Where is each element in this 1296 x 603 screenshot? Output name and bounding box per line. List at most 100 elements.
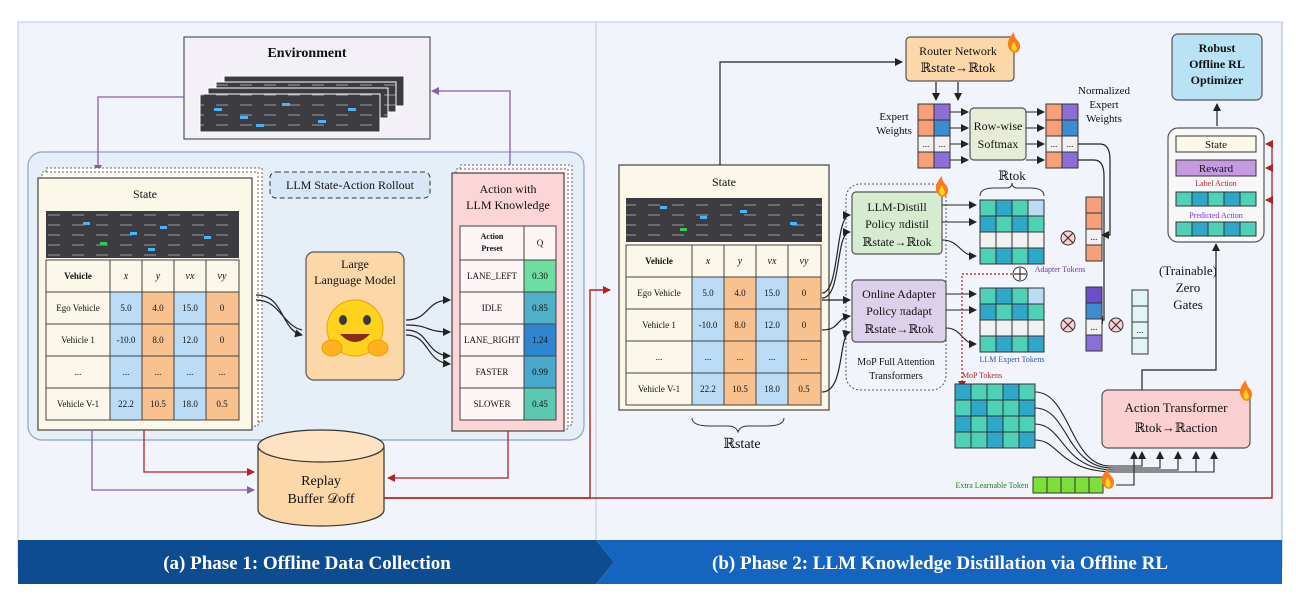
svg-text:Vehicle: Vehicle <box>64 271 92 281</box>
svg-text:-10.0: -10.0 <box>699 320 718 330</box>
svg-text:Ego Vehicle: Ego Vehicle <box>637 288 681 298</box>
expert-weight-column-2: ... <box>1085 286 1103 352</box>
add-icon <box>1012 266 1028 282</box>
llm-distill-policy: LLM-Distill Policy πdistil ℝstate→ℝtok <box>851 176 948 255</box>
svg-text:Gates: Gates <box>1173 297 1203 312</box>
svg-text:Vehicle: Vehicle <box>645 256 673 266</box>
svg-text:Policy πdistil: Policy πdistil <box>865 217 929 231</box>
svg-text:...: ... <box>123 367 130 377</box>
svg-text:...: ... <box>155 367 162 377</box>
svg-text:LLM State-Action Rollout: LLM State-Action Rollout <box>286 178 415 192</box>
offline-rl-optimizer: Robust Offline RL Optimizer <box>1171 33 1263 101</box>
svg-text:...: ... <box>1091 322 1098 332</box>
svg-text:12.0: 12.0 <box>182 335 198 345</box>
svg-text:15.0: 15.0 <box>182 303 198 313</box>
svg-text:Vehicle V-1: Vehicle V-1 <box>57 399 99 409</box>
svg-text:0: 0 <box>802 288 807 298</box>
svg-text:-10.0: -10.0 <box>117 335 136 345</box>
multiply-icon <box>1060 317 1076 333</box>
svg-text:10.5: 10.5 <box>150 399 166 409</box>
svg-text:18.0: 18.0 <box>182 399 198 409</box>
svg-text:Large: Large <box>341 257 369 271</box>
adapter-token-matrix <box>979 287 1045 353</box>
svg-text:(a) Phase 1: Offline Data Coll: (a) Phase 1: Offline Data Collection <box>163 553 451 574</box>
svg-text:Zero: Zero <box>1176 280 1201 295</box>
svg-text:Policy πadapt: Policy πadapt <box>866 304 932 318</box>
flame-icon <box>1007 32 1020 53</box>
action-q: 0.85 <box>532 303 548 313</box>
distill-token-matrix <box>979 199 1045 265</box>
svg-text:...: ... <box>737 352 744 362</box>
svg-text:Buffer 𝒟off: Buffer 𝒟off <box>287 492 354 507</box>
svg-text:Expert: Expert <box>1089 99 1118 111</box>
svg-text:Weights: Weights <box>1086 113 1122 125</box>
svg-text:Action: Action <box>481 232 504 241</box>
predicted-action-row <box>1175 221 1257 237</box>
action-name: SLOWER <box>474 399 511 409</box>
svg-text:Router Network: Router Network <box>919 44 997 58</box>
svg-text:0: 0 <box>220 303 225 313</box>
svg-text:x: x <box>123 271 129 282</box>
svg-text:vx: vx <box>186 271 195 282</box>
svg-text:Row-wise: Row-wise <box>974 119 1023 133</box>
action-name: FASTER <box>476 367 509 377</box>
svg-text:y: y <box>155 271 161 282</box>
extra-learnable-token <box>1032 468 1114 494</box>
svg-text:0: 0 <box>220 335 225 345</box>
multiply-icon <box>1060 230 1076 246</box>
label-action-row <box>1175 191 1257 207</box>
normalized-weights-matrix: ... ... <box>1045 103 1079 169</box>
zero-gates-column: ... <box>1131 289 1149 355</box>
svg-text:Softmax: Softmax <box>978 137 1019 151</box>
svg-text:4.0: 4.0 <box>152 303 164 313</box>
flame-icon <box>1239 380 1252 401</box>
svg-text:ℝtok→ℝaction: ℝtok→ℝaction <box>1135 420 1218 435</box>
phase1-banner: (a) Phase 1: Offline Data Collection <box>18 540 614 584</box>
svg-text:0: 0 <box>802 320 807 330</box>
svg-text:...: ... <box>656 352 663 362</box>
action-q: 0.30 <box>532 271 548 281</box>
svg-text:vy: vy <box>800 256 809 267</box>
vehicle-table-phase2: Vehicle x y vx vy Ego Vehicle 5.0 4.0 15… <box>625 244 822 406</box>
batch-card: State Reward Label Action Predicted Acti… <box>1167 127 1265 243</box>
svg-text:...: ... <box>705 352 712 362</box>
llm-expert-tokens-label: LLM Expert Tokens <box>979 355 1044 364</box>
svg-text:Offline RL: Offline RL <box>1189 57 1245 71</box>
svg-text:State: State <box>1205 139 1227 151</box>
label-action-title: Label Action <box>1195 179 1237 188</box>
svg-text:y: y <box>737 256 743 267</box>
svg-text:Vehicle V-1: Vehicle V-1 <box>638 384 680 394</box>
svg-text:...: ... <box>801 352 808 362</box>
svg-text:State: State <box>712 175 736 189</box>
svg-text:(b) Phase 2: LLM Knowledge Dis: (b) Phase 2: LLM Knowledge Distillation … <box>712 553 1168 574</box>
expert-weights-matrix: ... ... <box>917 103 951 169</box>
svg-text:Transformers: Transformers <box>869 371 923 382</box>
flame-icon <box>1101 468 1114 489</box>
action-name: IDLE <box>482 303 503 313</box>
svg-text:Vehicle 1: Vehicle 1 <box>61 335 95 345</box>
svg-text:4.0: 4.0 <box>734 288 746 298</box>
extra-token-label: Extra Learnable Token <box>955 481 1028 490</box>
svg-text:...: ... <box>923 139 930 149</box>
svg-text:Language Model: Language Model <box>314 273 396 287</box>
state-title-phase1: State <box>133 187 157 201</box>
svg-text:...: ... <box>187 367 194 377</box>
svg-text:Replay: Replay <box>301 474 341 489</box>
state-road-image <box>46 211 239 258</box>
action-name: LANE_RIGHT <box>464 335 520 345</box>
svg-text:Weights: Weights <box>876 125 912 137</box>
mop-token-matrix <box>954 383 1036 449</box>
svg-text:ℝstate→ℝtok: ℝstate→ℝtok <box>864 322 933 336</box>
softmax-box: Row-wise Softmax <box>969 107 1027 161</box>
svg-text:0.5: 0.5 <box>216 399 228 409</box>
svg-text:LLM Knowledge: LLM Knowledge <box>466 198 550 212</box>
state-space-label: ℝstate <box>723 437 760 452</box>
svg-text:ℝstate→ℝtok: ℝstate→ℝtok <box>862 235 931 249</box>
svg-text:0.5: 0.5 <box>798 384 810 394</box>
rollout-label: LLM State-Action Rollout <box>269 171 431 199</box>
svg-text:...: ... <box>219 367 226 377</box>
svg-text:Action with: Action with <box>480 182 537 196</box>
svg-text:12.0: 12.0 <box>764 320 780 330</box>
environment-box: Environment <box>183 36 431 140</box>
